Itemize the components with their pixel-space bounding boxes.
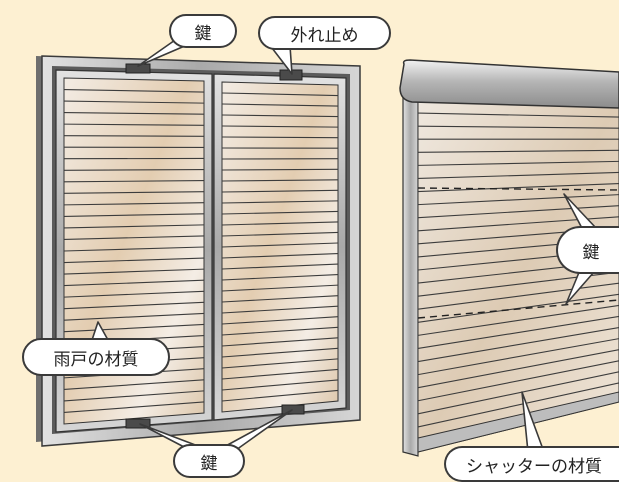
amado-right-door: [214, 74, 346, 420]
amado-slat-line: [222, 137, 338, 138]
amado-bottom-lock-right: [282, 405, 304, 414]
label-shutter-material: シャッターの材質: [444, 446, 619, 482]
label-lift-stop-text: 外れ止め: [291, 21, 359, 46]
label-amado-material-text: 雨戸の材質: [54, 345, 139, 370]
label-lift-stop: 外れ止め: [258, 16, 391, 50]
label-amado-key-bottom: 鍵: [173, 444, 245, 478]
shutter-side-rail: [403, 84, 418, 456]
label-shutter-key: 鍵: [556, 226, 619, 274]
label-shutter-material-text: シャッターの材質: [466, 452, 602, 477]
amado-left-door: [56, 70, 212, 432]
label-shutter-key-text: 鍵: [583, 238, 600, 263]
amado-unit: [36, 56, 360, 446]
amado-slat-line: [64, 136, 204, 137]
label-amado-material: 雨戸の材質: [22, 338, 170, 376]
shutter-box: [400, 60, 619, 108]
amado-slat-line: [222, 169, 338, 170]
label-amado-key-bottom-text: 鍵: [201, 449, 218, 474]
amado-slat-line: [64, 170, 204, 171]
label-amado-key-top: 鍵: [169, 14, 237, 48]
label-amado-key-top-text: 鍵: [195, 19, 212, 44]
